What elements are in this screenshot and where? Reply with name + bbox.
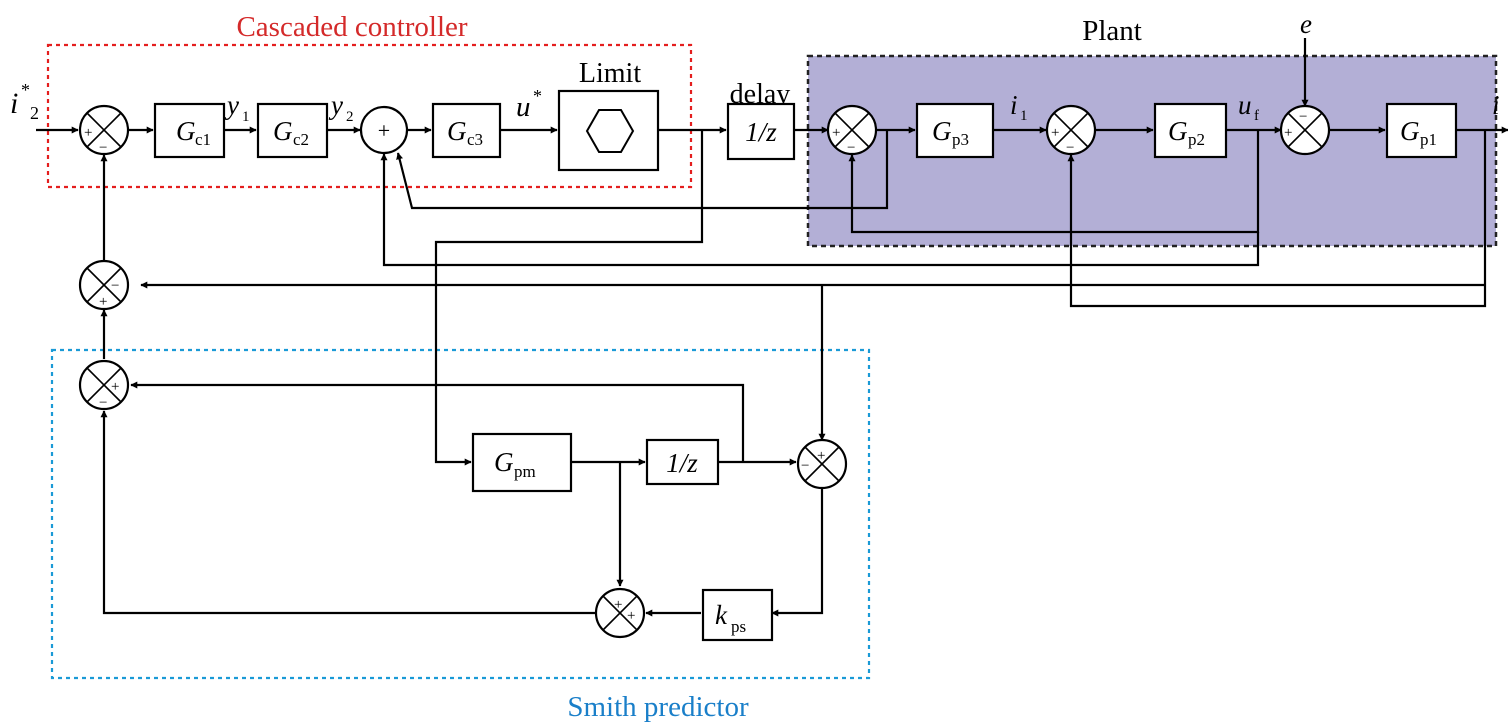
sum5-junction: + − — [1279, 104, 1331, 156]
i1-sub: 1 — [1020, 108, 1028, 124]
sum9-plus-top: + — [614, 597, 622, 613]
sum4-junction: + − — [1045, 104, 1097, 156]
model-delay-text: 1/z — [666, 448, 698, 478]
y2-sub: 2 — [346, 109, 354, 125]
cascaded-controller-region — [46, 43, 693, 189]
i1-main: i — [1010, 90, 1018, 120]
sum8-minus: − — [801, 458, 809, 474]
i2-ref-label: i * 2 — [10, 80, 39, 123]
wire-uf-feedback-to-sum2 — [380, 153, 1260, 267]
i1-label: i 1 — [1010, 90, 1028, 124]
gpm-sub: pm — [514, 462, 536, 481]
u-ref-sup: * — [533, 86, 542, 106]
gp1-main: G — [1400, 116, 1420, 146]
sum1-plus: + — [84, 125, 92, 141]
i2-out-label: i — [1492, 90, 1500, 120]
gp1-block: G p1 — [1385, 102, 1458, 159]
sum6-minus: − — [111, 278, 119, 294]
plant-title: Plant — [1082, 15, 1142, 47]
uf-sub: f — [1254, 108, 1259, 124]
gp2-block: G p2 — [1153, 102, 1228, 159]
gc1-main: G — [176, 116, 196, 146]
gpm-main: G — [494, 447, 514, 477]
sum6-plus: + — [99, 294, 107, 310]
gp2-sub: p2 — [1188, 130, 1205, 149]
sum1-junction: + − — [78, 104, 130, 156]
wire-control-to-gpm — [434, 130, 704, 466]
e-label: e — [1300, 9, 1312, 39]
gc3-block: G c3 — [431, 102, 502, 159]
i2-ref-sub: 2 — [30, 103, 39, 123]
model-delay-block: 1/z — [645, 438, 720, 486]
delay-block: 1/z — [726, 102, 796, 161]
sum2-junction: + — [359, 105, 409, 155]
kps-sub: ps — [731, 617, 746, 636]
i2-ref-main: i — [10, 87, 18, 120]
wire-sum8-to-kps — [771, 487, 824, 617]
y2-main: y — [328, 90, 343, 120]
wire-sum9-to-sum7 — [100, 410, 596, 615]
limit-block — [557, 89, 660, 172]
uf-label: u f — [1238, 90, 1259, 124]
sum7-minus: − — [99, 395, 107, 411]
gp1-sub: p1 — [1420, 130, 1437, 149]
sum7-junction: + − — [78, 359, 130, 411]
cascaded-controller-title: Cascaded controller — [236, 11, 467, 43]
kps-main: k — [715, 600, 728, 630]
wire-model-to-sum7 — [130, 381, 745, 462]
wire-i1-to-sum3 — [848, 130, 1260, 234]
sum3-minus: − — [847, 140, 855, 156]
sum4-minus: − — [1066, 140, 1074, 156]
delay-block-text: 1/z — [745, 117, 777, 147]
gc2-main: G — [273, 116, 293, 146]
y1-sub: 1 — [242, 109, 250, 125]
uf-main: u — [1238, 90, 1252, 120]
smith-predictor-region — [50, 348, 871, 680]
y1-main: y — [224, 90, 239, 120]
hexagon-icon — [585, 109, 635, 153]
gpm-block: G pm — [471, 432, 573, 493]
gc1-block: G c1 — [153, 102, 226, 159]
wire-i2-to-sum4 — [1067, 130, 1487, 308]
wire-inner-feedback-to-sum2 — [396, 130, 889, 210]
gp3-sub: p3 — [952, 130, 969, 149]
sum8-plus: + — [817, 448, 825, 464]
kps-block: k ps — [701, 588, 774, 642]
sum9-junction: + + — [594, 587, 646, 639]
sum6-junction: − + — [78, 259, 130, 311]
gp2-main: G — [1168, 116, 1188, 146]
sum5-plus: + — [1284, 125, 1292, 141]
u-ref-label: u * — [516, 86, 542, 123]
u-ref-main: u — [516, 91, 531, 123]
sum8-junction: + − — [796, 438, 848, 490]
gc1-sub: c1 — [195, 130, 211, 149]
i2-ref-sup: * — [21, 80, 30, 100]
gp3-main: G — [932, 116, 952, 146]
sum5-minus: − — [1299, 109, 1307, 125]
gc2-sub: c2 — [293, 130, 309, 149]
y2-label: y 2 — [328, 90, 354, 125]
gc3-main: G — [447, 116, 467, 146]
sum7-plus: + — [111, 379, 119, 395]
smith-predictor-title: Smith predictor — [567, 691, 749, 723]
gc3-sub: c3 — [467, 130, 483, 149]
limit-title: Limit — [579, 58, 641, 89]
sum9-plus-right: + — [627, 608, 635, 624]
y1-label: y 1 — [224, 90, 250, 125]
sum2-plus: + — [378, 118, 390, 143]
sum3-plus: + — [832, 125, 840, 141]
gc2-block: G c2 — [256, 102, 329, 159]
sum4-plus: + — [1051, 125, 1059, 141]
sum1-minus: − — [99, 140, 107, 156]
sum3-junction: + − — [826, 104, 878, 156]
gp3-block: G p3 — [915, 102, 995, 159]
